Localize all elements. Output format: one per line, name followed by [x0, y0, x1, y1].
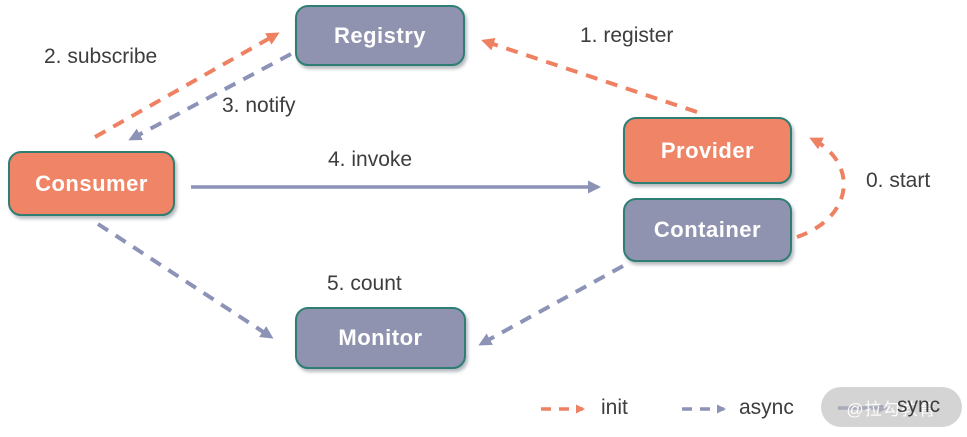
edge-label-register: 1. register [580, 24, 674, 47]
edge-label-subscribe: 2. subscribe [44, 45, 158, 68]
edge-label-count: 5. count [327, 272, 402, 295]
legend-sync-label: sync [897, 394, 941, 417]
node-monitor: Monitor [295, 307, 466, 369]
arrow-notify [128, 52, 292, 141]
node-provider: Provider [623, 117, 792, 184]
arrow-register [481, 37, 698, 114]
arrow-count-from-container [478, 264, 624, 346]
arrow-count-from-consumer [96, 222, 274, 339]
arrow-start [796, 137, 846, 239]
arrow-subscribe [94, 32, 280, 139]
edge-label-notify: 3. notify [222, 94, 296, 117]
node-registry: Registry [295, 5, 465, 66]
watermark-badge: @拉勾教育 [821, 387, 962, 427]
node-container: Container [623, 198, 792, 262]
node-consumer: Consumer [8, 151, 175, 216]
edge-label-start: 0. start [866, 169, 931, 192]
legend-async-label: async [739, 396, 794, 419]
edge-label-invoke: 4. invoke [328, 148, 413, 171]
legend-init-label: init [601, 396, 628, 419]
